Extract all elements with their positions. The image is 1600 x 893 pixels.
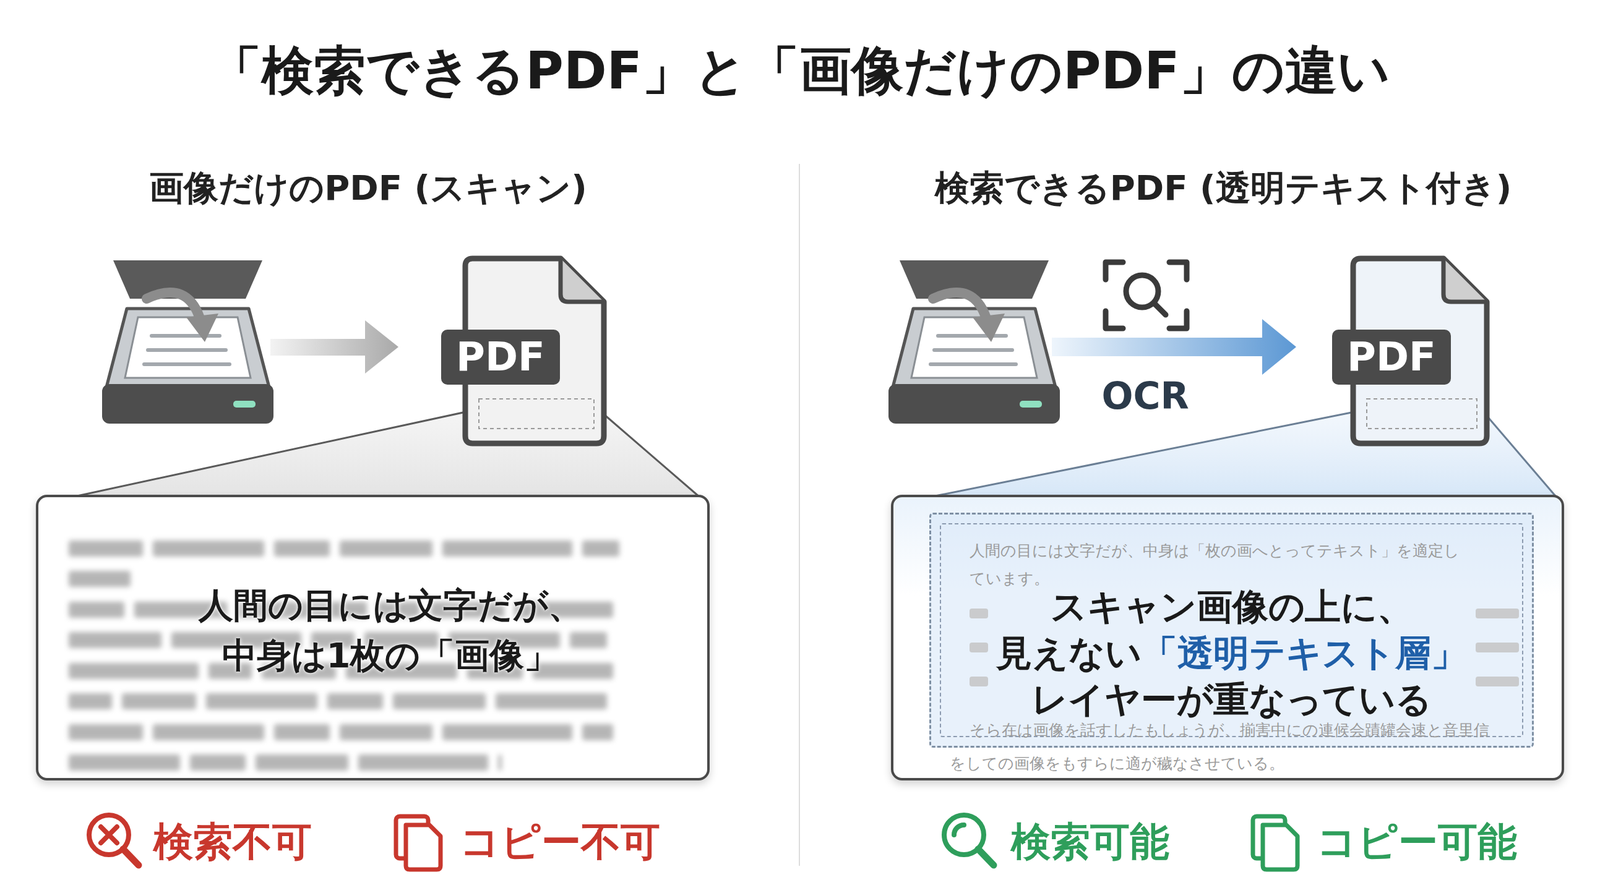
page-fold [560, 258, 604, 302]
ocr-icon [1105, 262, 1187, 329]
search-disabled-icon [89, 815, 139, 866]
layer-text: 見えない [996, 632, 1142, 675]
layer-text-highlight: 「透明テキスト層」 [1141, 632, 1467, 675]
copy-enabled-icon [1252, 816, 1298, 870]
faint-scan-text: ています。 [969, 568, 1050, 590]
zoom-callout: をしての画像をもすらに適が穢なさせている。 人間の目には文字だが、中身は「枚の画へ… [890, 494, 1565, 781]
text-group: スキャン画像の上に、見えない「透明テキスト層」レイヤーが重なっている [996, 584, 1467, 724]
text-line: スキャン画像の上に、 [996, 584, 1467, 631]
status-label: コピー不可 [459, 815, 661, 870]
pdf-label: PDF [1332, 329, 1451, 385]
text-line: レイヤーが重なっている [996, 676, 1467, 724]
scanner-icon [888, 260, 1060, 424]
pdf-file: PDF [441, 254, 608, 448]
column-heading: 画像だけのPDF (スキャン) [149, 165, 587, 213]
zoom-connector [892, 410, 1563, 505]
zoom-connector [37, 410, 709, 505]
pdf-label: PDF [441, 329, 560, 385]
scanner-icon [102, 260, 274, 424]
callout-text: 人間の目には文字だが、 中身は1枚の「画像」 [191, 580, 590, 681]
status-label: コピー可能 [1316, 815, 1518, 870]
page-fold [1443, 258, 1487, 302]
copy-disabled-icon [395, 816, 441, 870]
faint-scan-text: 人間の目には文字だが、中身は「枚の画へとってテキスト」を適定し [969, 540, 1460, 562]
zoom-area [1366, 399, 1477, 429]
page-title: 「検索できるPDF」と「画像だけのPDF」の違い [209, 35, 1390, 107]
layer-text: レイヤーが重なっている [1031, 678, 1432, 721]
column-heading: 検索できるPDF (透明テキスト付き) [934, 165, 1512, 213]
status-label: 検索可能 [1010, 815, 1170, 870]
pdf-file: PDF [1332, 254, 1491, 448]
ocr-label: OCR [1101, 374, 1189, 418]
text-layer-box: 人間の目には文字だが、中身は「枚の画へとってテキスト」を適定しています。そら在は… [929, 512, 1534, 749]
text-line: 見えない「透明テキスト層」 [996, 630, 1467, 677]
layer-text: スキャン画像の上に、 [1050, 585, 1414, 628]
search-enabled-icon [944, 815, 994, 866]
divider [798, 163, 800, 867]
faint-scan-text: そら在は画像を話すしたもしょうが、揃害中にの連候会蹟罐会速と音里信 [969, 720, 1490, 741]
zoom-callout: 人間の目には文字だが、 中身は1枚の「画像」 [35, 494, 710, 781]
flow-arrow [270, 320, 399, 374]
zoom-area [478, 399, 594, 429]
status-label: 検索不可 [153, 815, 312, 870]
faint-scan-text: をしての画像をもすらに適が穢なさせている。 [949, 753, 1285, 775]
